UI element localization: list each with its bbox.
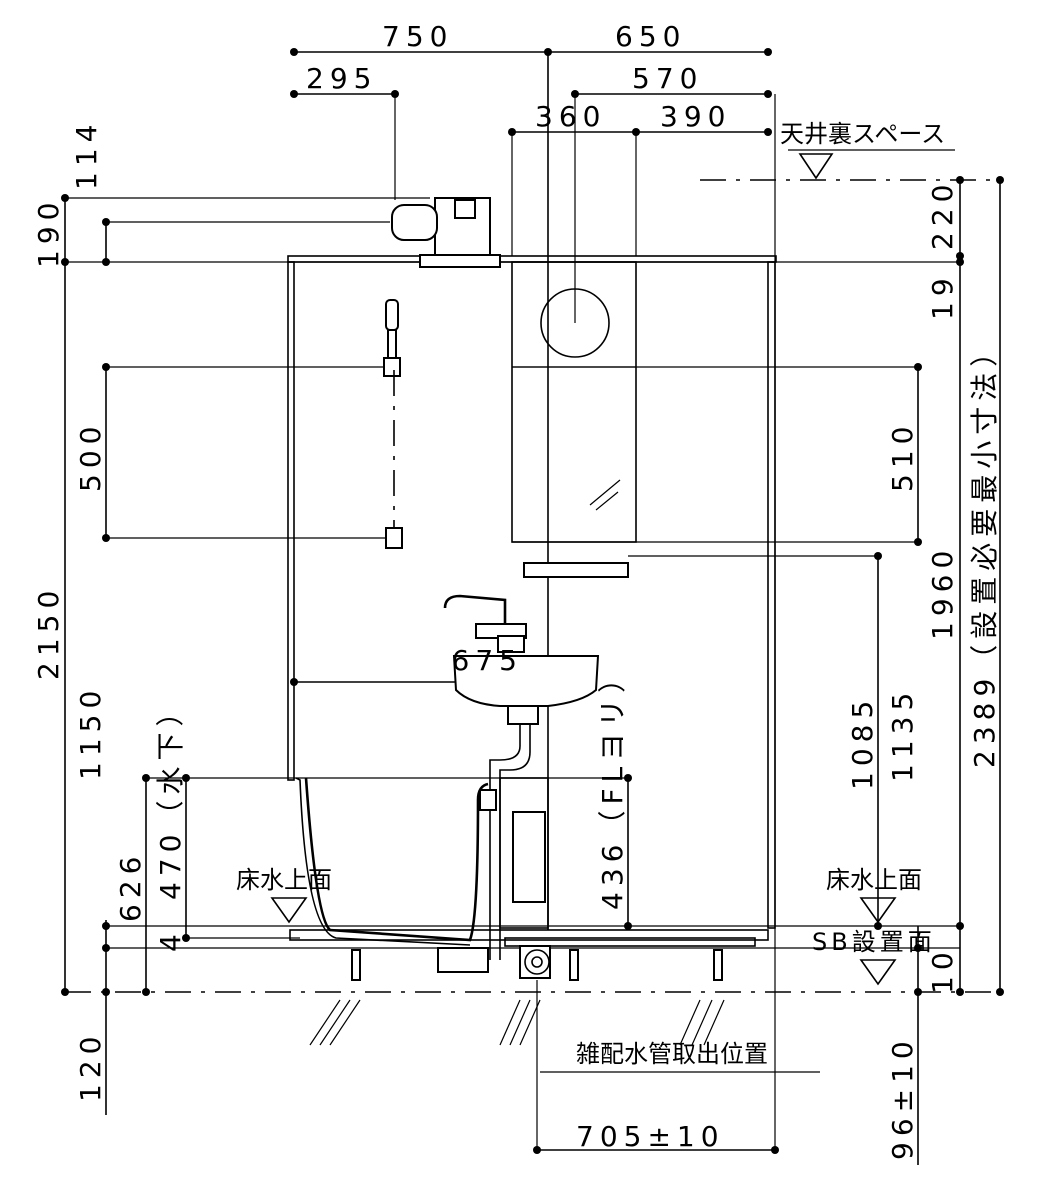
dim-19: 19 bbox=[926, 272, 959, 320]
ceiling-panel bbox=[287, 255, 777, 263]
dim-4: 4 bbox=[154, 928, 187, 952]
dim-10: 10 bbox=[926, 946, 959, 994]
dim-1960: 1960 bbox=[926, 545, 959, 640]
tub-apron bbox=[499, 777, 549, 929]
dimension-dots bbox=[61, 48, 1004, 1154]
floor-panel bbox=[289, 929, 769, 941]
floor-water-label-left: 床水上面 bbox=[236, 866, 332, 894]
dim-650: 650 bbox=[615, 20, 686, 53]
dim-190: 190 bbox=[32, 197, 65, 268]
left-wall bbox=[287, 261, 295, 781]
drain-position-label: 雑配水管取出位置 bbox=[576, 1040, 768, 1068]
dim-750: 750 bbox=[382, 20, 453, 53]
dim-220: 220 bbox=[926, 179, 959, 250]
dimension-lines bbox=[64, 51, 1001, 1165]
dim-500: 500 bbox=[74, 421, 107, 492]
dim-470: 470（水下） bbox=[154, 693, 187, 900]
faucet bbox=[443, 594, 527, 653]
unit-bath-structure bbox=[270, 52, 955, 1046]
dim-675: 675 bbox=[452, 644, 523, 677]
wash-basin bbox=[452, 655, 600, 707]
shelf bbox=[523, 562, 629, 578]
dim-295: 295 bbox=[306, 62, 377, 95]
dim-570: 570 bbox=[632, 62, 703, 95]
floor-water-marker-left bbox=[270, 897, 308, 924]
sb-surface-label: SB設置面 bbox=[812, 928, 936, 956]
dim-510: 510 bbox=[886, 421, 919, 492]
shower-head bbox=[383, 299, 401, 377]
dim-2389: 2389（設置必要最小寸法） bbox=[968, 333, 1001, 768]
drain-trap bbox=[437, 945, 551, 979]
dim-360: 360 bbox=[535, 100, 606, 133]
dim-96: 96±10 bbox=[886, 1035, 919, 1160]
dim-1085: 1085 bbox=[846, 695, 879, 790]
dim-120: 120 bbox=[74, 1031, 107, 1102]
shower-hook bbox=[385, 527, 403, 549]
dim-1150: 1150 bbox=[74, 685, 107, 780]
floor-water-label-right: 床水上面 bbox=[826, 866, 922, 894]
ceiling-space-label: 天井裏スペース bbox=[780, 120, 945, 148]
dim-114: 114 bbox=[70, 119, 103, 190]
floor-legs bbox=[351, 949, 723, 981]
dim-436: 436（FLヨリ） bbox=[596, 659, 629, 910]
dim-626: 626 bbox=[114, 851, 147, 922]
dim-390: 390 bbox=[660, 100, 731, 133]
floor-water-marker-right bbox=[859, 897, 897, 924]
bathtub bbox=[304, 777, 489, 942]
exhaust-fan bbox=[391, 197, 501, 268]
right-wall bbox=[767, 261, 776, 929]
access-panel bbox=[512, 811, 546, 903]
dim-705: 705±10 bbox=[576, 1120, 725, 1153]
mirror-cabinet bbox=[511, 261, 637, 543]
dimension-labels: 750 650 295 570 360 390 675 705±10 114 1… bbox=[32, 20, 1001, 1160]
annotation-labels: 天井裏スペース 床水上面 床水上面 SB設置面 雑配水管取出位置 bbox=[236, 120, 945, 1068]
ceiling-space-marker bbox=[798, 153, 834, 180]
sb-marker bbox=[859, 959, 897, 986]
dim-2150: 2150 bbox=[32, 585, 65, 680]
dim-1135: 1135 bbox=[886, 687, 919, 782]
slab-hatching bbox=[309, 999, 725, 1046]
